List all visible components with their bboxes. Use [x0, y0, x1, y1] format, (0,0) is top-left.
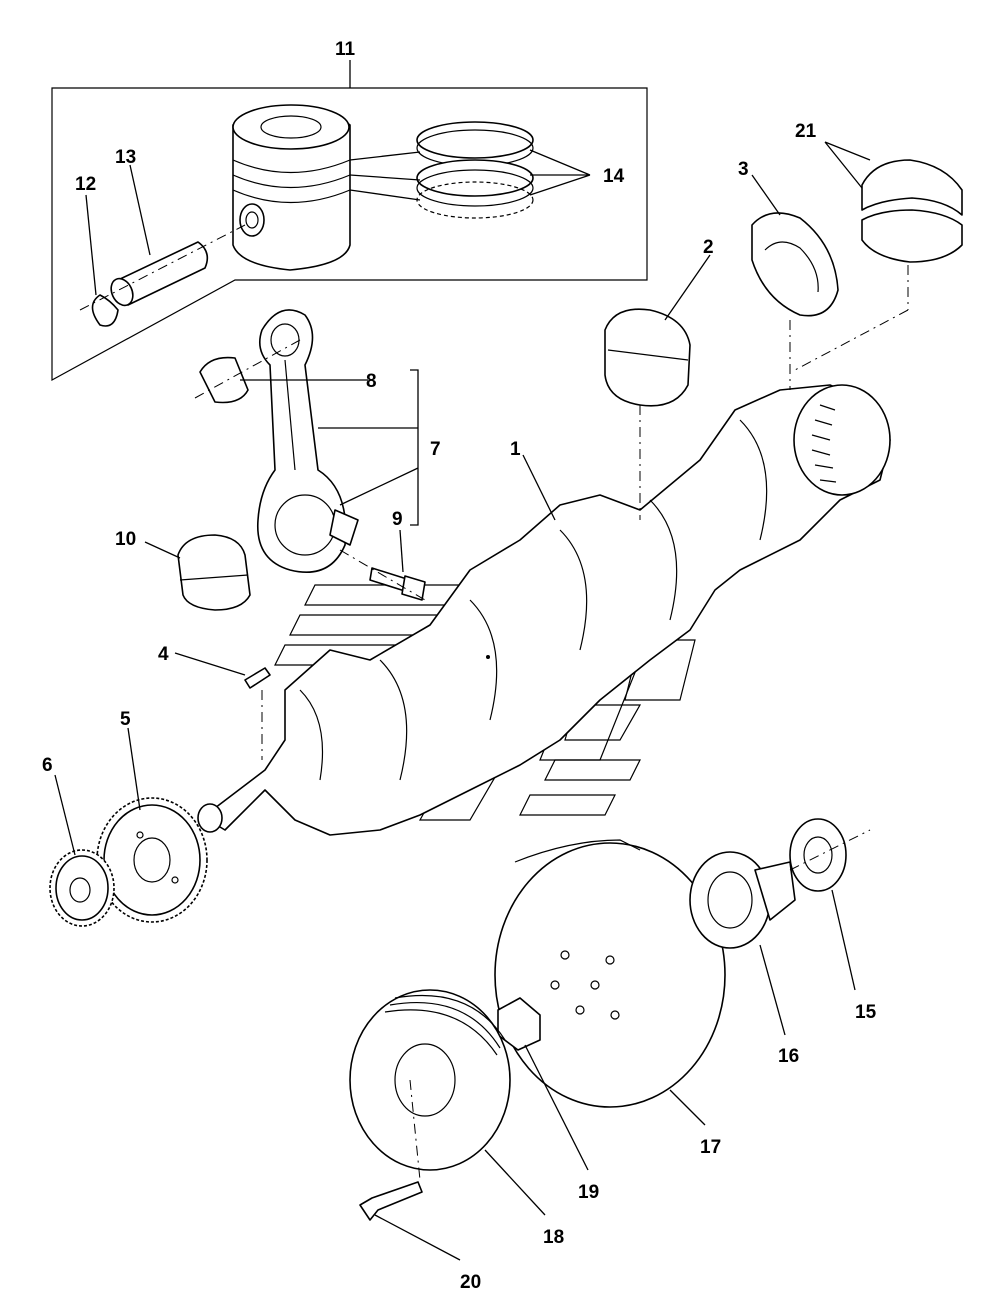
main-bearing	[604, 308, 691, 407]
leader-lines	[54, 141, 871, 1261]
connecting-rod	[257, 309, 359, 574]
callout-11: 11	[335, 39, 356, 60]
circlip	[91, 294, 119, 327]
timing-gear-small	[49, 849, 115, 927]
callout-labels: 1 2 3 4 5 6 7 8 9 10 11 12 13 14 15 16 1…	[42, 39, 877, 1293]
callout-1: 1	[510, 439, 521, 460]
callout-6: 6	[42, 755, 53, 776]
callout-7: 7	[430, 439, 441, 460]
callout-19: 19	[578, 1182, 599, 1203]
small-end-bush	[199, 356, 249, 404]
woodruff-key	[244, 667, 271, 689]
piston-rings	[349, 121, 534, 219]
thrust-washer	[751, 212, 839, 317]
front-seal-ring	[789, 818, 847, 892]
big-end-bearing	[177, 534, 251, 611]
crankshaft-pulley	[349, 989, 511, 1171]
callout-12: 12	[75, 174, 96, 195]
callout-17: 17	[700, 1137, 721, 1158]
callout-3: 3	[738, 159, 749, 180]
callout-13: 13	[115, 147, 136, 168]
crankshaft-gear	[96, 797, 208, 923]
callout-15: 15	[855, 1002, 877, 1023]
callout-16: 16	[778, 1046, 799, 1067]
piston	[232, 104, 351, 271]
callout-8: 8	[366, 371, 377, 392]
callout-5: 5	[120, 709, 131, 730]
pulley-bolt	[359, 1181, 423, 1221]
crankshaft-hub	[689, 851, 796, 949]
callout-21: 21	[795, 121, 817, 142]
crankshaft	[197, 384, 891, 836]
thrust-bearing-halves	[861, 159, 963, 263]
callout-18: 18	[543, 1227, 564, 1248]
vibration-damper	[494, 839, 726, 1108]
callout-14: 14	[603, 166, 625, 187]
callout-20: 20	[460, 1272, 481, 1293]
callout-2: 2	[703, 237, 714, 258]
piston-kit-frame	[51, 87, 648, 382]
callout-4: 4	[158, 644, 169, 665]
callout-9: 9	[392, 509, 403, 530]
callout-10: 10	[115, 529, 136, 550]
